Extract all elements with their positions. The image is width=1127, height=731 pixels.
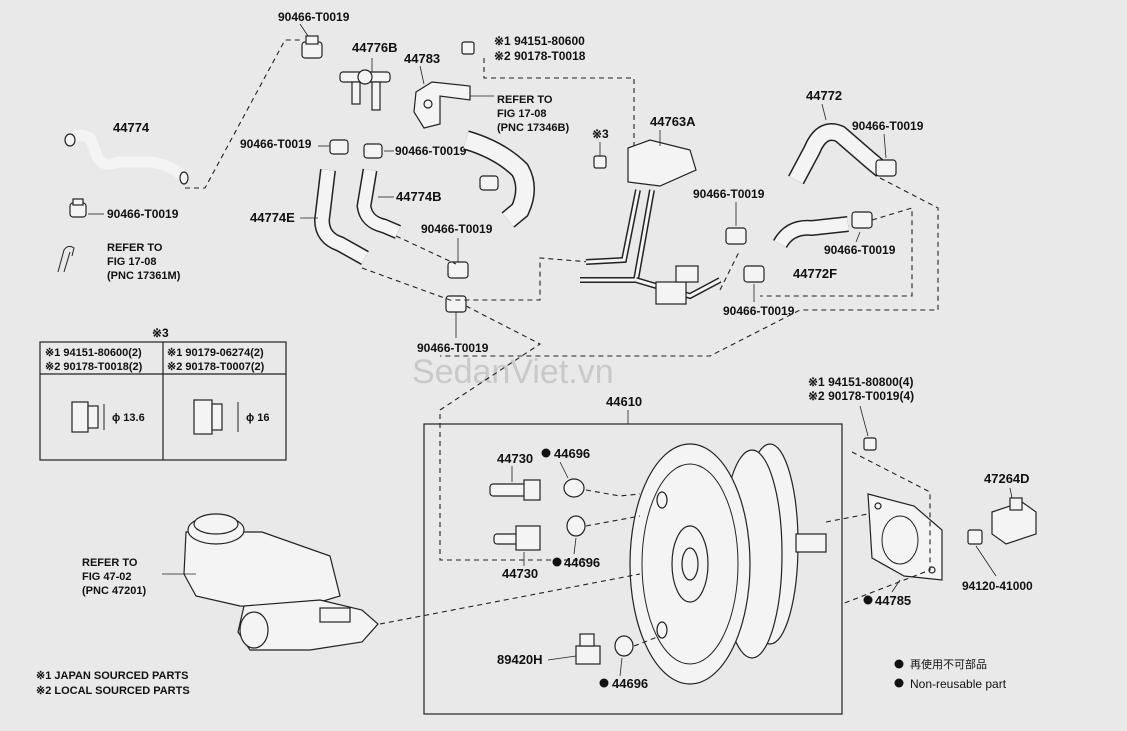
label-90466-right-top: 90466-T0019 xyxy=(852,119,924,133)
check-valve-44730-top xyxy=(489,479,541,501)
refer-17346b-line3: (PNC 17346B) xyxy=(497,122,569,134)
nonreusable-dot xyxy=(863,595,873,605)
watermark: SedanViet.vn xyxy=(412,353,614,391)
refer-47201-line1: REFER TO xyxy=(82,557,138,569)
hose-44774e xyxy=(313,169,369,265)
label-44763a: 44763A xyxy=(650,114,696,129)
clamp-left-bottom xyxy=(69,198,87,218)
label-44774e: 44774E xyxy=(250,210,295,225)
nut-94120 xyxy=(967,529,983,545)
label-44774b: 44774B xyxy=(396,189,442,204)
label-90466-center-upper: 90466-T0019 xyxy=(693,187,765,201)
bracket-44783 xyxy=(413,81,471,129)
refer-17361m-line1: REFER TO xyxy=(107,242,163,254)
check-valve-44730-bottom xyxy=(493,525,541,551)
clamp-center-upper xyxy=(725,227,747,245)
refer-47201-line2: FIG 47-02 xyxy=(82,571,132,583)
clamp-lower-2 xyxy=(445,295,467,313)
label-44730-top: 44730 xyxy=(497,451,533,466)
label-44785: 44785 xyxy=(875,593,911,608)
joint-44776b xyxy=(339,69,391,111)
clamp-mid-left xyxy=(329,139,349,155)
label-stud-1: ※1 94151-80800(4) xyxy=(808,375,913,389)
label-44610: 44610 xyxy=(606,394,642,409)
table-right-dim: ϕ 16 xyxy=(246,412,270,424)
refer-17346b-line2: FIG 17-08 xyxy=(497,108,547,120)
legend-en: Non-reusable part xyxy=(910,677,1007,691)
grommet-44696-bottom xyxy=(566,515,586,537)
booster-box xyxy=(423,423,843,715)
label-mark3: ※3 xyxy=(592,127,609,141)
nonreusable-dot xyxy=(552,557,562,567)
table-left-dim: ϕ 13.6 xyxy=(112,412,145,424)
nonreusable-dot xyxy=(541,448,551,458)
refer-17361m-line2: FIG 17-08 xyxy=(107,256,157,268)
table-right-row2: ※2 90178-T0007(2) xyxy=(167,361,265,373)
grommet-44696-top xyxy=(563,478,585,498)
refer-17361m-line3: (PNC 17361M) xyxy=(107,270,181,282)
table-left-row1: ※1 94151-80600(2) xyxy=(45,347,142,359)
nut-spec-table xyxy=(39,341,287,461)
label-90466-right-mid: 90466-T0019 xyxy=(824,243,896,257)
hose-44774b xyxy=(356,168,401,239)
label-44776b: 44776B xyxy=(352,40,398,55)
note-japan: ※1 JAPAN SOURCED PARTS xyxy=(36,670,188,682)
label-47264d: 47264D xyxy=(984,471,1030,486)
label-44696-bottom: 44696 xyxy=(564,555,600,570)
gasket-44785 xyxy=(867,493,943,581)
label-44696-top: 44696 xyxy=(554,446,590,461)
label-44696-sensor: 44696 xyxy=(612,676,648,691)
label-90466-mid-left: 90466-T0019 xyxy=(240,137,312,151)
hose-bracket xyxy=(463,130,535,228)
master-cylinder xyxy=(183,513,379,651)
nut-large-drawing xyxy=(193,399,239,435)
clamp-center-lower xyxy=(743,265,765,283)
nut-small-drawing xyxy=(71,401,105,433)
label-90466-lower-1: 90466-T0019 xyxy=(421,222,493,236)
table-title: ※3 xyxy=(152,326,169,340)
label-94120: 94120-41000 xyxy=(962,579,1033,593)
clamp-right-top xyxy=(875,159,897,177)
label-90466-top: 90466-T0019 xyxy=(278,10,350,24)
hose-44772f xyxy=(773,216,849,249)
table-right-row1: ※1 90179-06274(2) xyxy=(167,347,264,359)
clamp-right-mid xyxy=(851,211,873,229)
hose-44772 xyxy=(788,123,888,185)
label-44772: 44772 xyxy=(806,88,842,103)
label-nut-1: ※1 94151-80600 xyxy=(494,34,585,48)
nut-stud xyxy=(863,437,877,451)
nut-top xyxy=(461,41,475,55)
clamp-mid-right xyxy=(363,143,383,159)
clamp-top xyxy=(301,35,323,59)
hose-44774-drawing xyxy=(64,129,189,185)
legend-cn: 再使用不可部品 xyxy=(910,657,987,671)
booster-44610 xyxy=(629,443,827,685)
table-left-row2: ※2 90178-T0018(2) xyxy=(45,361,143,373)
legend-dot xyxy=(894,678,904,688)
label-90466-center-lower: 90466-T0019 xyxy=(723,304,795,318)
grommet-44696-sensor xyxy=(614,635,634,657)
label-44772f: 44772F xyxy=(793,266,837,281)
note-local: ※2 LOCAL SOURCED PARTS xyxy=(36,685,190,697)
refer-17346b-line1: REFER TO xyxy=(497,94,553,106)
label-90466-mid-right: 90466-T0019 xyxy=(395,144,467,158)
label-stud-2: ※2 90178-T0019(4) xyxy=(808,389,914,403)
label-90466-lower-2: 90466-T0019 xyxy=(417,341,489,355)
label-90466-left: 90466-T0019 xyxy=(107,207,179,221)
refer-47201-line3: (PNC 47201) xyxy=(82,585,147,597)
legend-dot xyxy=(894,659,904,669)
label-nut-2: ※2 90178-T0018 xyxy=(494,49,586,63)
bracket-47264d xyxy=(991,497,1037,545)
sensor-89420h xyxy=(575,633,601,665)
label-89420h: 89420H xyxy=(497,652,543,667)
pipe-44763a xyxy=(580,139,722,305)
nut-mark3 xyxy=(593,155,607,169)
label-44783: 44783 xyxy=(404,51,440,66)
label-44730-bottom: 44730 xyxy=(502,566,538,581)
clamp-lower-1 xyxy=(447,261,469,279)
nonreusable-dot xyxy=(599,678,609,688)
label-44774: 44774 xyxy=(113,120,150,135)
